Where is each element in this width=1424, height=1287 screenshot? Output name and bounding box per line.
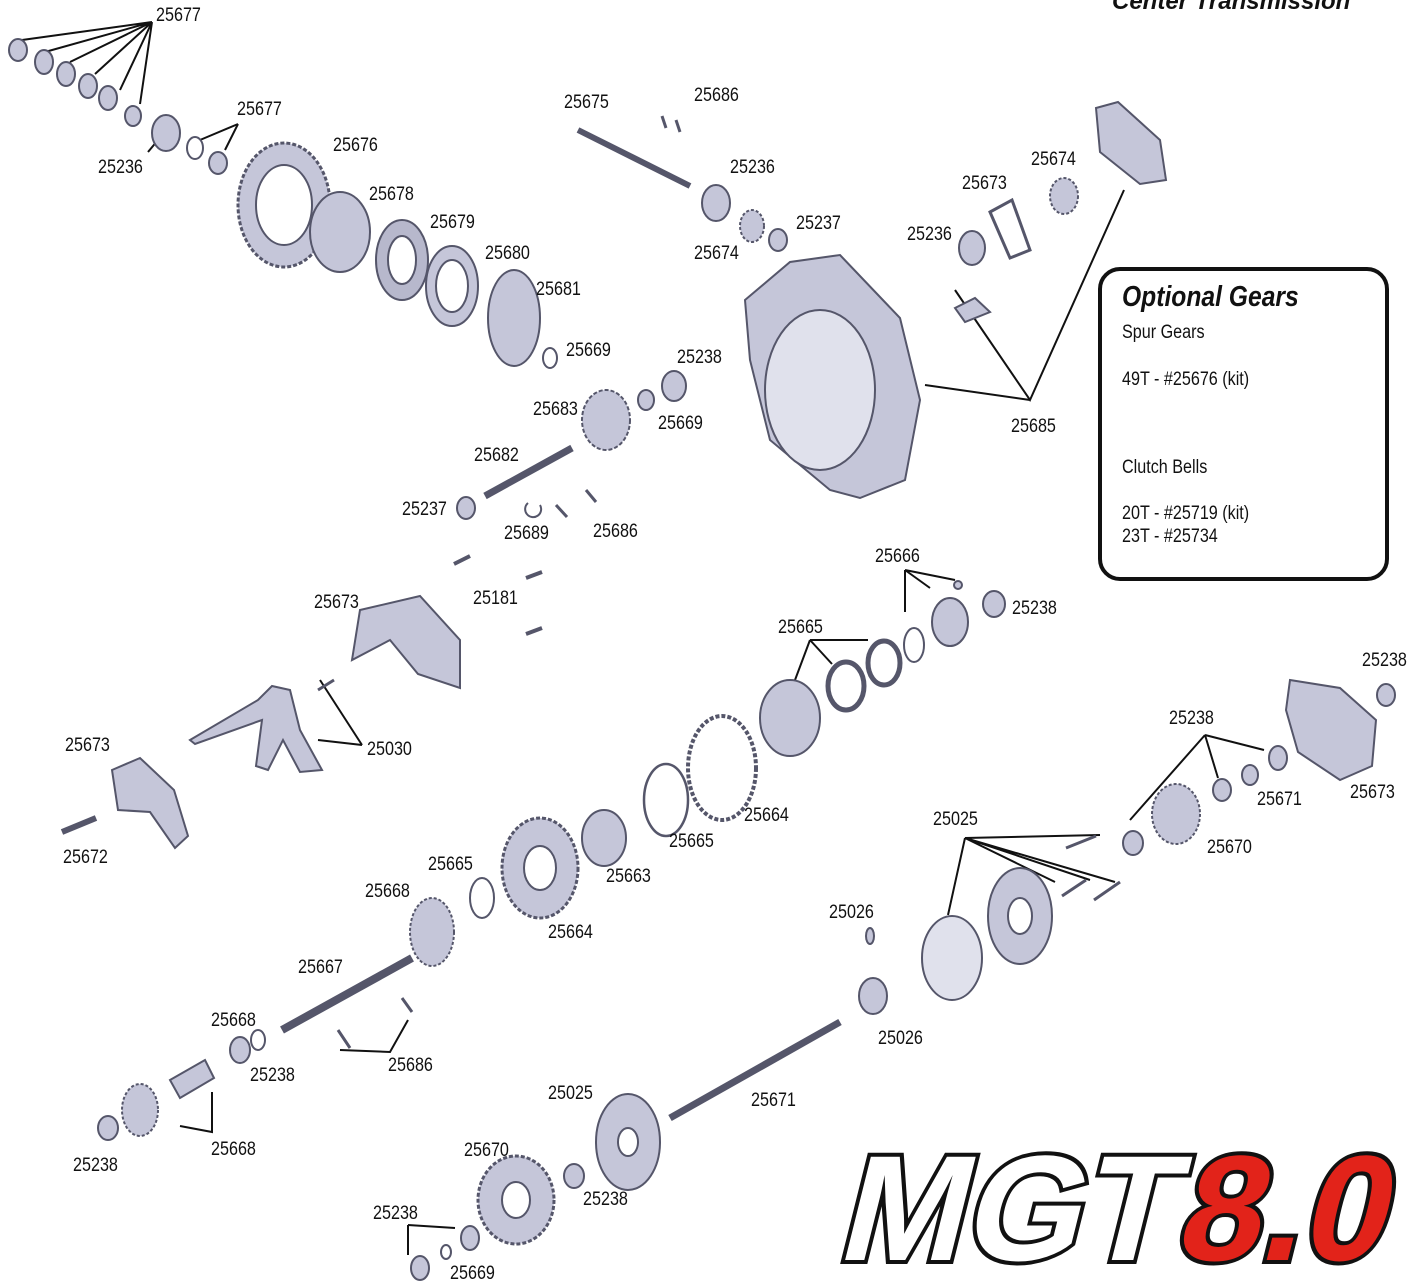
part-label: 25670	[1207, 837, 1252, 858]
part-label: 25181	[473, 588, 518, 609]
part-label: 25668	[365, 881, 410, 902]
page-title: Center Transmission	[1112, 0, 1351, 15]
part-label: 25665	[428, 854, 473, 875]
part-label: 25669	[450, 1263, 495, 1284]
part-label: 25673	[1350, 782, 1395, 803]
part-label: 25666	[875, 546, 920, 567]
part-label: 25238	[250, 1065, 295, 1086]
part-label: 25677	[237, 99, 282, 120]
part-label: 25682	[474, 445, 519, 466]
part-label: 25238	[1012, 598, 1057, 619]
part-label: 25673	[65, 735, 110, 756]
part-label: 25674	[1031, 149, 1076, 170]
part-label: 25663	[606, 866, 651, 887]
part-label: 25238	[583, 1189, 628, 1210]
part-label: 25025	[933, 809, 978, 830]
part-label: 25680	[485, 243, 530, 264]
part-label: 25685	[1011, 416, 1056, 437]
part-label: 25673	[314, 592, 359, 613]
parts	[8, 38, 1396, 1281]
part-label: 25673	[962, 173, 1007, 194]
part-label: 25686	[593, 521, 638, 542]
part-label: 25238	[1169, 708, 1214, 729]
part-label: 25678	[369, 184, 414, 205]
part-label: 25237	[796, 213, 841, 234]
part-label: 25667	[298, 957, 343, 978]
clutch-bell-item: 23T - #25734	[1122, 526, 1218, 547]
part-label: 25670	[464, 1140, 509, 1161]
part-label: 25671	[751, 1090, 796, 1111]
part-label: 25672	[63, 847, 108, 868]
optional-gears-box: Optional Gears Spur Gears 49T - #25676 (…	[1098, 267, 1389, 581]
part-label: 25026	[878, 1028, 923, 1049]
part-label: 25236	[907, 224, 952, 245]
clutch-bells-heading: Clutch Bells	[1122, 457, 1208, 478]
part-label: 25676	[333, 135, 378, 156]
svg-text:8.0: 8.0	[1165, 1125, 1415, 1285]
part-label: 25669	[658, 413, 703, 434]
part-label: 25668	[211, 1010, 256, 1031]
svg-text:MGT: MGT	[827, 1125, 1202, 1285]
part-label: 25026	[829, 902, 874, 923]
part-label: 25679	[430, 212, 475, 233]
part-label: 25238	[1362, 650, 1407, 671]
part-label: 25675	[564, 92, 609, 113]
part-label: 25030	[367, 739, 412, 760]
part-label: 25671	[1257, 789, 1302, 810]
part-label: 25681	[536, 279, 581, 300]
part-label: 25236	[98, 157, 143, 178]
part-label: 25237	[402, 499, 447, 520]
part-label: 25238	[73, 1155, 118, 1176]
part-label: 25669	[566, 340, 611, 361]
part-label: 25668	[211, 1139, 256, 1160]
part-label: 25686	[388, 1055, 433, 1076]
optional-gears-heading: Optional Gears	[1122, 281, 1299, 313]
part-label: 25677	[156, 5, 201, 26]
part-label: 25025	[548, 1083, 593, 1104]
spur-gear-item: 49T - #25676 (kit)	[1122, 369, 1250, 390]
spur-gears-heading: Spur Gears	[1122, 322, 1205, 343]
part-label: 25689	[504, 523, 549, 544]
clutch-bell-item: 20T - #25719 (kit)	[1122, 503, 1250, 524]
part-label: 25238	[373, 1203, 418, 1224]
part-label: 25238	[677, 347, 722, 368]
mgt-logo: MGT 8.0	[823, 1121, 1419, 1285]
part-label: 25683	[533, 399, 578, 420]
part-label: 25236	[730, 157, 775, 178]
part-label: 25674	[694, 243, 739, 264]
part-label: 25664	[548, 922, 593, 943]
part-label: 25686	[694, 85, 739, 106]
part-label: 25665	[669, 831, 714, 852]
part-label: 25664	[744, 805, 789, 826]
leader-lines	[21, 21, 1265, 1255]
part-label: 25665	[778, 617, 823, 638]
